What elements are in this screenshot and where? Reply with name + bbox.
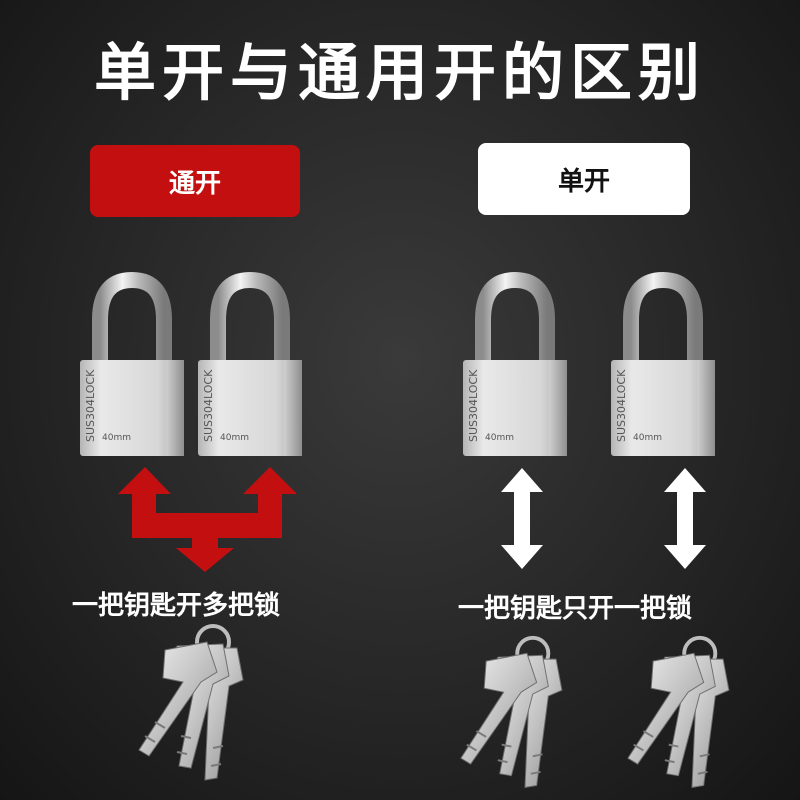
lock-brand-text: SUS304LOCK xyxy=(202,369,215,442)
double-arrow-icon xyxy=(664,468,706,569)
single-open-text: 单开 xyxy=(557,166,610,197)
page-title: 单开与通用开的区别 xyxy=(93,36,706,109)
lock-size-text: 40mm xyxy=(485,433,514,443)
padlock-icon: SUS304LOCK 40mm xyxy=(198,272,302,456)
lock-size-text: 40mm xyxy=(102,433,131,443)
universal-open-text: 通开 xyxy=(168,168,221,199)
lock-size-text: 40mm xyxy=(633,433,662,443)
single-open-label: 单开 xyxy=(478,143,690,215)
universal-open-label: 通开 xyxy=(90,145,300,217)
padlock-icon: SUS304LOCK 40mm xyxy=(611,272,715,456)
lock-brand-text: SUS304LOCK xyxy=(615,369,628,442)
lock-brand-text: SUS304LOCK xyxy=(467,369,480,442)
single-caption: 一把钥匙只开一把锁 xyxy=(458,594,693,624)
key-bunch-icon xyxy=(138,624,244,781)
lock-brand-text: SUS304LOCK xyxy=(84,369,97,442)
key-bunch-icon xyxy=(460,635,563,788)
padlock-icon: SUS304LOCK 40mm xyxy=(463,272,567,456)
lock-size-text: 40mm xyxy=(220,433,249,443)
universal-caption: 一把钥匙开多把锁 xyxy=(72,591,281,621)
key-bunch-icon xyxy=(627,635,730,788)
padlock-icon: SUS304LOCK 40mm xyxy=(80,272,184,456)
double-arrow-icon xyxy=(501,468,543,569)
merge-arrow-icon xyxy=(118,467,297,572)
